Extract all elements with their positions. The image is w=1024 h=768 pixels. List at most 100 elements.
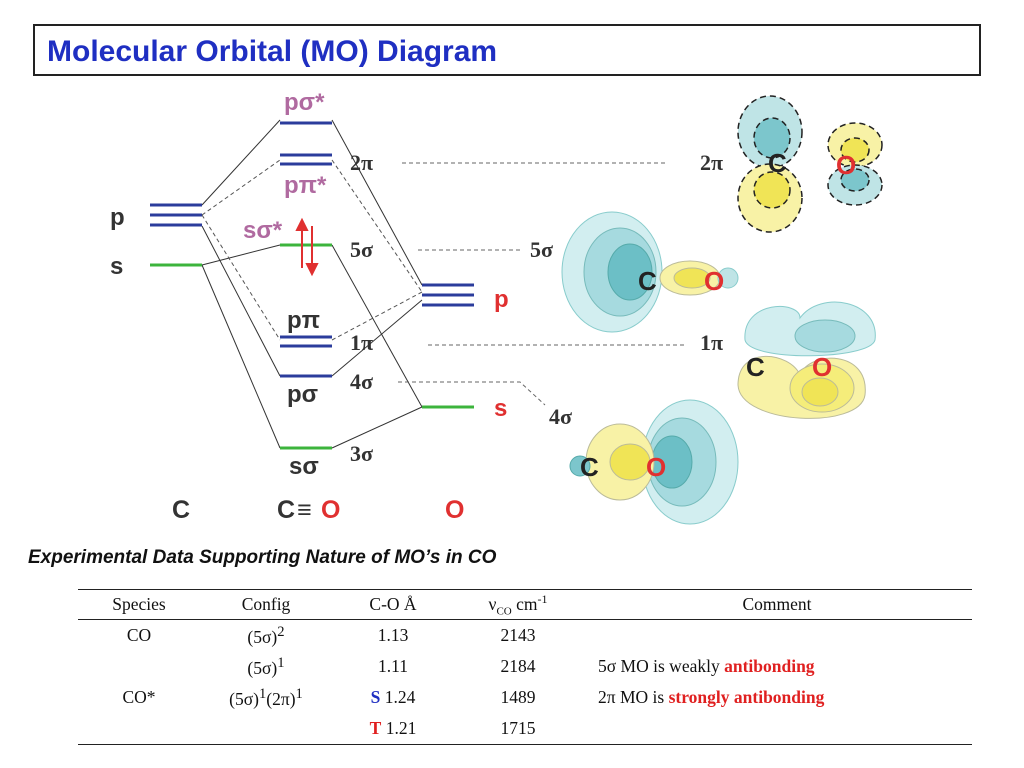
molecule-o-label: O [321,496,340,524]
cell-bond: 1.13 [377,625,409,645]
config-sup: 1 [295,685,303,702]
mo-leader-lines [398,162,684,406]
config-sup: 2 [277,623,285,640]
mo-number-1pi: 1π [350,330,373,355]
orbital-lobe [609,443,651,481]
mo-number-2pi: 2π [350,150,373,175]
s-sigma-label: sσ [289,453,319,480]
right-s-label: s [494,395,507,422]
config-sup: 1 [277,654,285,671]
atom-c-label: C [172,496,190,524]
connector-line [331,406,423,449]
cell-config [200,713,332,745]
cell-bond: T 1.21 [332,713,454,745]
connector-dash [331,159,423,293]
orbital-2pi-c: C [768,148,787,178]
mo-number-4sigma: 4σ [350,369,373,394]
connector-line [201,225,281,377]
cell-species [78,651,200,682]
orbital-lobe [840,137,870,163]
left-atom-levels [150,203,202,267]
orbital-lobe [717,267,739,289]
orbital-label-2pi: 2π [700,150,723,175]
orbital-5sigma-o: O [704,266,724,296]
connector-dash [331,291,423,341]
config-sup: 1 [259,685,267,702]
cell-frequency: 2184 [500,656,536,676]
p-pi-label: pπ [287,307,320,334]
comment-text: 2π MO is [598,687,669,707]
orbital-lobe [569,455,591,477]
orbital-5sigma-c: C [638,266,657,296]
cell-bond: S 1.24 [332,682,454,713]
p-sigma-label: pσ [287,381,318,408]
cell-comment: 5σ MO is weakly antibonding [582,651,972,682]
orbital-5sigma-shape [561,211,739,333]
p-pi-star-label: pπ* [284,172,327,199]
left-s-label: s [110,253,123,280]
cell-frequency: 2143 [500,625,536,645]
mo-number-5sigma: 5σ [350,237,373,262]
right-p-label: p [494,286,509,313]
orbital-lobe [794,319,856,353]
cell-comment [582,620,972,652]
connector-line [201,264,281,449]
bond-length: 1.21 [381,718,417,738]
page-title: Molecular Orbital (MO) Diagram [47,35,498,68]
cell-species [78,713,200,745]
nu-subscript: CO [496,605,512,618]
config-part: (2π) [266,688,296,709]
table-subtitle: Experimental Data Supporting Nature of M… [28,547,497,568]
orbital-1pi-o: O [812,352,832,382]
comment-highlight: antibonding [724,656,815,676]
state-singlet: S [370,687,381,707]
electron-up-arrowhead [295,217,309,231]
connector-line [331,119,423,286]
orbital-label-1pi: 1π [700,330,723,355]
connector-dash [201,214,281,341]
cell-config: (5σ)1(2π)1 [200,682,332,713]
orbital-1pi-c: C [746,352,765,382]
nu-unit: cm [511,593,538,614]
orbital-4sigma-o: O [646,452,666,482]
connector-line [331,299,423,377]
bond-length: 1.24 [380,687,416,707]
orbital-lobe [753,117,791,159]
mo-diagram: p s p s pσ* pπ* sσ* pπ pσ sσ C C ≡ O O 2… [110,89,883,525]
nu-symbol: ν [488,593,497,614]
electron-down-arrowhead [305,263,319,277]
orbital-2pi-o: O [836,150,856,180]
table-row: CO (5σ)2 1.13 2143 [78,620,972,652]
orbital-lobe [607,243,653,301]
connector-line [331,244,423,408]
config-part: (5σ) [247,657,278,678]
connector-line [201,244,281,266]
cell-comment [582,713,972,745]
orbital-label-4sigma: 4σ [549,404,572,429]
cell-config: (5σ)1 [200,651,332,682]
atom-o-label: O [445,496,464,524]
mo-levels [280,121,332,450]
table-row: T 1.21 1715 [78,713,972,745]
col-header-species: Species [78,589,200,620]
electron-pair-arrows [295,217,319,277]
left-p-label: p [110,204,125,231]
orbital-label-5sigma: 5σ [530,237,553,262]
connector-dash [201,159,281,216]
orbital-1pi-shape [737,301,876,419]
cell-species: CO* [122,687,156,707]
experimental-data-table: Species Config C-O Å νCO cm-1 Comment CO… [78,589,972,745]
correlation-lines [201,119,423,449]
orbital-2pi-shape [737,95,883,233]
leader-4sigma [398,381,546,406]
orbital-4sigma-shape [569,399,739,525]
table-row: (5σ)1 1.11 2184 5σ MO is weakly antibond… [78,651,972,682]
orbital-lobe [753,171,791,209]
orbital-4sigma-c: C [580,452,599,482]
triple-bond-label: ≡ [297,496,312,524]
col-header-comment: Comment [582,589,972,620]
comment-highlight: strongly antibonding [668,687,825,707]
orbital-lobe [840,168,870,192]
cell-species: CO [126,625,152,645]
comment-text: 5σ MO is weakly [598,656,725,676]
